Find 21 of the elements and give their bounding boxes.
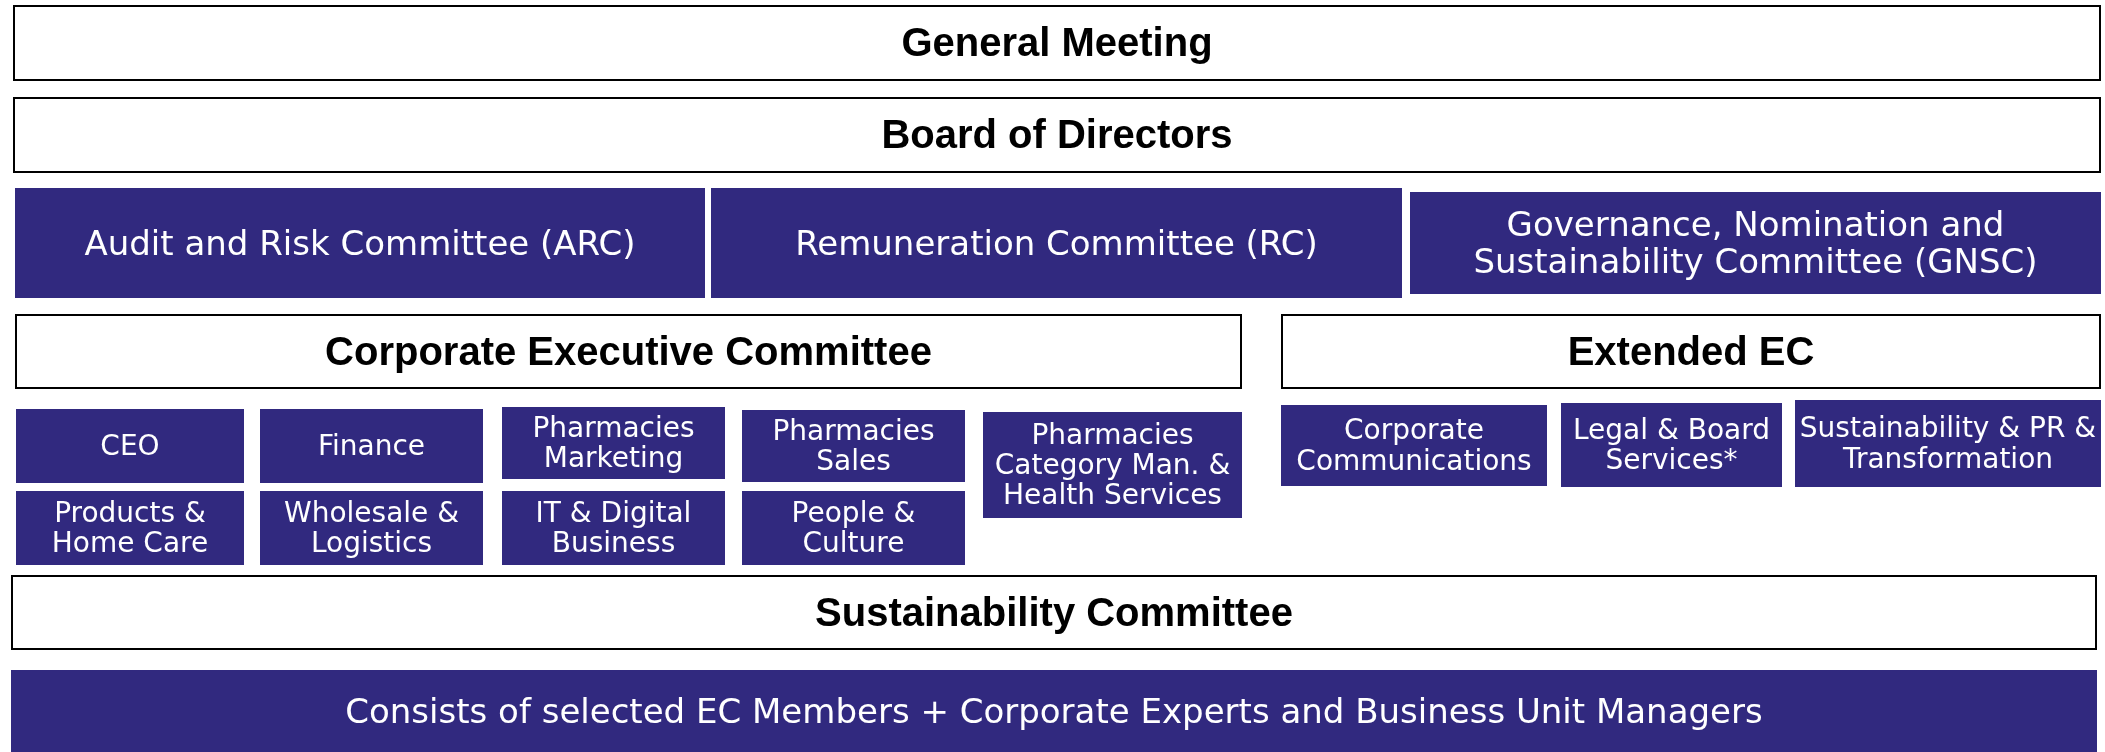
member-box: Pharmacies Marketing — [502, 407, 725, 479]
committee-box: Audit and Risk Committee (ARC) — [15, 188, 705, 298]
heading-box: Extended EC — [1281, 314, 2101, 389]
member-box: CEO — [16, 409, 244, 483]
member-box: Pharmacies Category Man. & Health Services — [983, 412, 1242, 518]
member-box: Corporate Communications — [1281, 405, 1547, 486]
description-band: Consists of selected EC Members + Corporate Experts and Business Unit Managers — [11, 670, 2097, 752]
committee-box: Remuneration Committee (RC) — [711, 188, 1402, 298]
heading-box: Corporate Executive Committee — [15, 314, 1242, 389]
committee-box: Governance, Nomination and Sustainability Committee (GNSC) — [1410, 192, 2101, 294]
member-box: Pharmacies Sales — [742, 410, 965, 482]
member-box: Finance — [260, 409, 483, 483]
member-box: People & Culture — [742, 491, 965, 565]
member-box: Wholesale & Logistics — [260, 491, 483, 565]
heading-box: General Meeting — [13, 5, 2101, 81]
member-box: Products & Home Care — [16, 491, 244, 565]
member-box: Sustainability & PR & Transformation — [1795, 400, 2101, 487]
heading-box: Board of Directors — [13, 97, 2101, 173]
heading-box: Sustainability Committee — [11, 575, 2097, 650]
member-box: Legal & Board Services* — [1561, 403, 1782, 487]
member-box: IT & Digital Business — [502, 491, 725, 565]
